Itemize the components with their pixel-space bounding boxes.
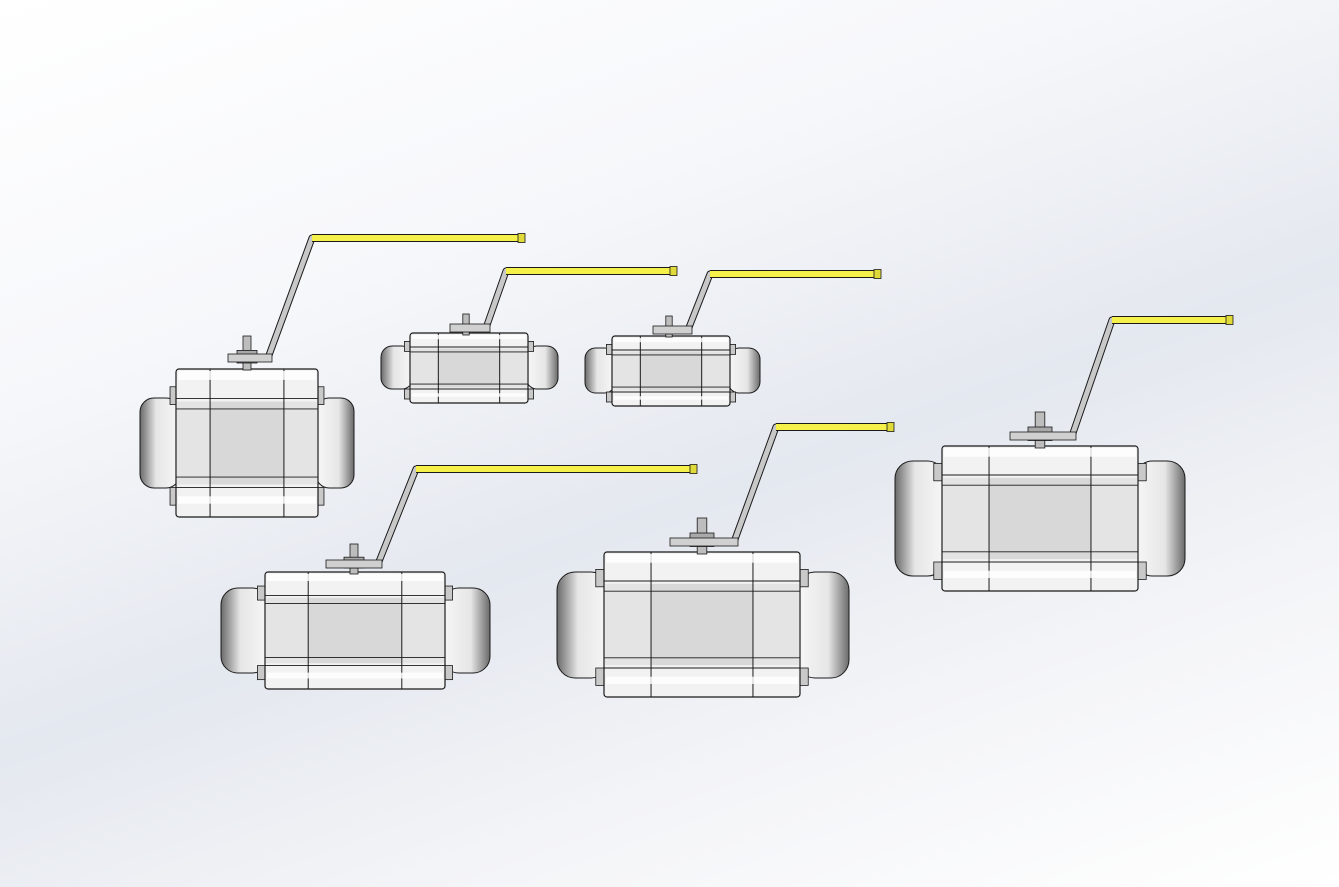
handle-base — [669, 537, 739, 547]
body-side-panel — [401, 597, 444, 664]
body-side-panel — [605, 583, 652, 666]
body-highlight — [614, 396, 728, 400]
body-center-panel — [989, 477, 1091, 560]
end-cap-right — [525, 345, 559, 390]
handle-base — [325, 559, 383, 569]
body-center-panel — [210, 401, 284, 485]
end-cap-right — [315, 397, 355, 489]
valves-layer — [139, 233, 1234, 698]
end-cap-right — [441, 587, 491, 674]
body-highlight — [412, 393, 526, 397]
handle-grip-end — [873, 269, 882, 279]
valve-large-left — [139, 233, 526, 518]
body-highlight — [267, 672, 443, 679]
body-side-panel — [752, 583, 799, 666]
end-cap-left — [220, 587, 270, 674]
handle-base — [227, 353, 273, 363]
body-center-panel — [651, 583, 753, 666]
body-side-panel — [177, 401, 211, 485]
body-side-panel — [283, 401, 317, 485]
handle-lever — [655, 271, 880, 333]
handle-base — [652, 325, 693, 335]
handle-lever — [328, 466, 696, 567]
body-highlight — [614, 338, 728, 343]
body-side-panel — [1090, 477, 1137, 560]
valve-bottom-center — [556, 422, 895, 698]
handle-grip-end — [517, 233, 526, 243]
body-side-panel — [499, 348, 527, 388]
body-side-panel — [411, 348, 439, 388]
handle-grip-end — [669, 266, 678, 276]
body-center-panel — [640, 351, 702, 391]
body-highlight — [944, 448, 1136, 457]
handle-grip-end — [1225, 315, 1234, 325]
body-side-panel — [701, 351, 729, 391]
valve-small-center-left — [380, 266, 678, 404]
handle-grip-end — [886, 422, 895, 432]
end-cap-right — [796, 571, 850, 679]
body-center-panel — [308, 597, 402, 664]
valve-large-right — [894, 315, 1234, 592]
end-cap-left — [139, 397, 181, 489]
handle-base — [1009, 431, 1077, 441]
body-highlight — [606, 554, 798, 563]
body-center-panel — [438, 348, 500, 388]
handle-base — [449, 323, 491, 333]
body-side-panel — [613, 351, 641, 391]
body-highlight — [267, 574, 443, 582]
end-cap-left — [380, 345, 414, 390]
valve-bottom-left — [220, 464, 698, 690]
body-highlight — [178, 371, 316, 380]
handle-grip-end — [689, 464, 698, 474]
body-side-panel — [266, 597, 309, 664]
end-cap-left — [556, 571, 610, 679]
handle-lever-outline — [452, 267, 676, 332]
valve-small-center-right — [584, 269, 882, 407]
body-side-panel — [943, 477, 990, 560]
body-highlight — [944, 570, 1136, 578]
body-highlight — [412, 335, 526, 340]
body-highlight — [178, 496, 316, 504]
body-highlight — [606, 676, 798, 684]
